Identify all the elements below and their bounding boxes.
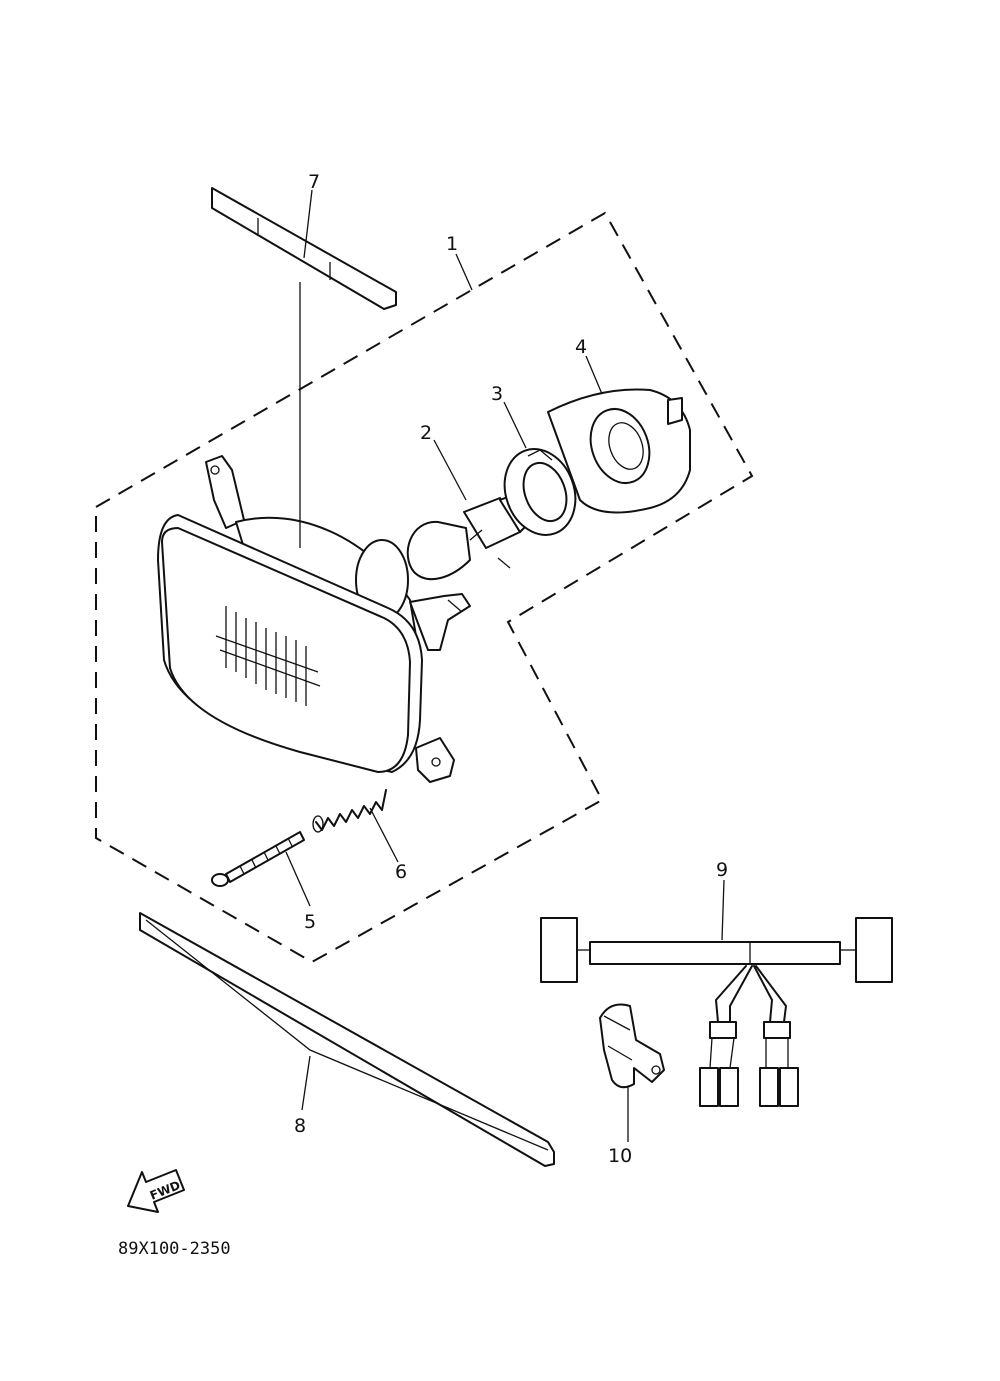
callout-4: 4 <box>575 336 587 358</box>
callout-2: 2 <box>420 422 432 444</box>
callout-8: 8 <box>294 1115 306 1137</box>
callout-7: 7 <box>308 171 320 193</box>
callout-9: 9 <box>716 859 728 881</box>
headlight-lens <box>157 514 423 773</box>
part-10-wire-clamp <box>599 1003 665 1089</box>
part-5-screw <box>211 831 305 887</box>
part-9-wire-harness <box>540 917 893 1107</box>
fwd-arrow-icon: FWD <box>127 1169 185 1213</box>
part-4-rubber-cover <box>547 388 691 514</box>
callout-1: 1 <box>446 233 458 255</box>
callout-3: 3 <box>491 383 503 405</box>
callout-6: 6 <box>395 861 407 883</box>
part-6-spring <box>312 789 387 833</box>
callout-10: 10 <box>608 1145 632 1167</box>
part-8-lower-trim <box>139 912 555 1167</box>
part-3-holder-ring <box>503 448 577 536</box>
callout-5: 5 <box>304 911 316 933</box>
assembly-boundary <box>95 211 754 964</box>
leader-lines <box>285 189 725 1142</box>
lens-pattern <box>215 606 321 706</box>
drawing-code: 89X100-2350 <box>118 1239 231 1259</box>
part-7-upper-trim <box>211 187 397 310</box>
